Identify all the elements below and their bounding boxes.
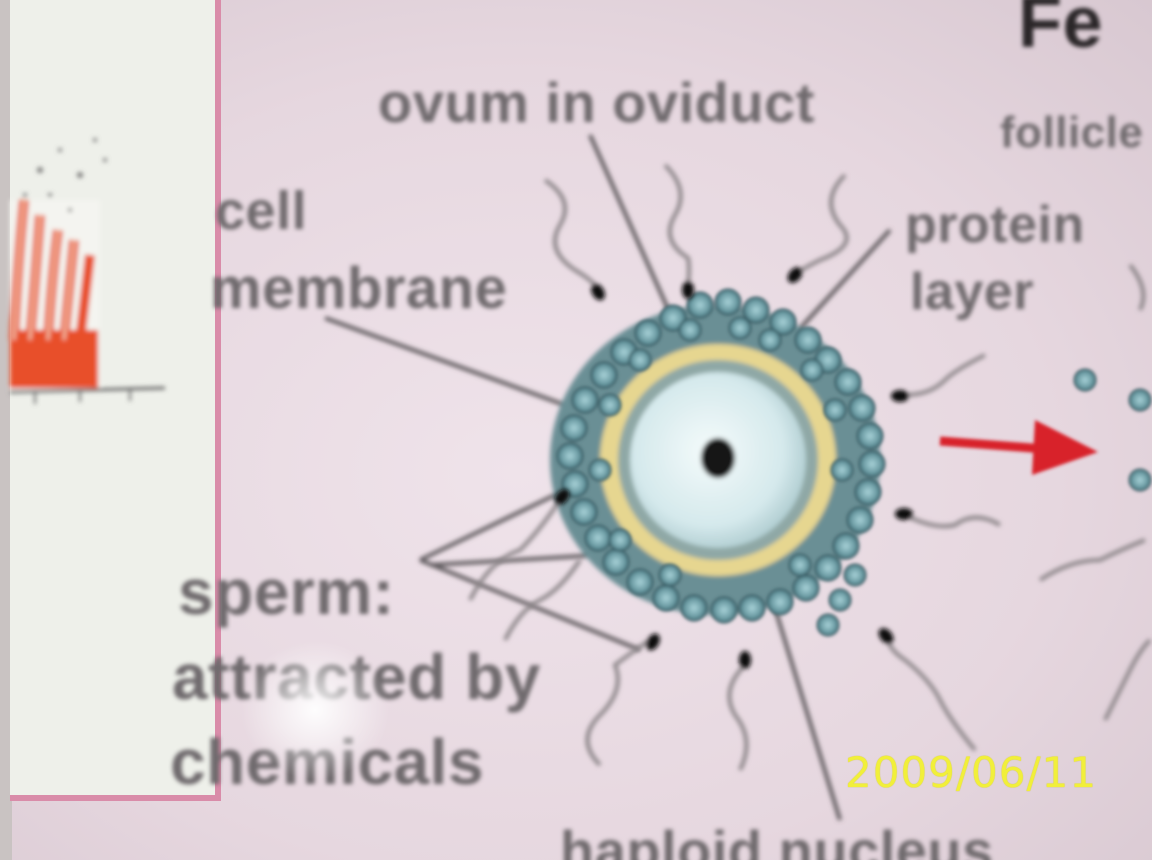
- timestamp: 2009/06/11: [845, 748, 1097, 797]
- membrane-label: membrane: [210, 255, 507, 322]
- title-fragment: Fe: [1018, 0, 1103, 64]
- layer-label: layer: [910, 262, 1034, 322]
- cell-label: cell: [215, 180, 307, 242]
- light-glare: [240, 640, 390, 780]
- red-arrow-icon: [940, 420, 1098, 475]
- follicle-label: follicle: [1000, 108, 1143, 158]
- protein-label: protein: [905, 195, 1085, 255]
- sperm-label: sperm:: [178, 555, 394, 629]
- haploid-nucleus-label: haploid nucleus: [560, 818, 994, 860]
- ovum-in-oviduct-label: ovum in oviduct: [378, 70, 815, 135]
